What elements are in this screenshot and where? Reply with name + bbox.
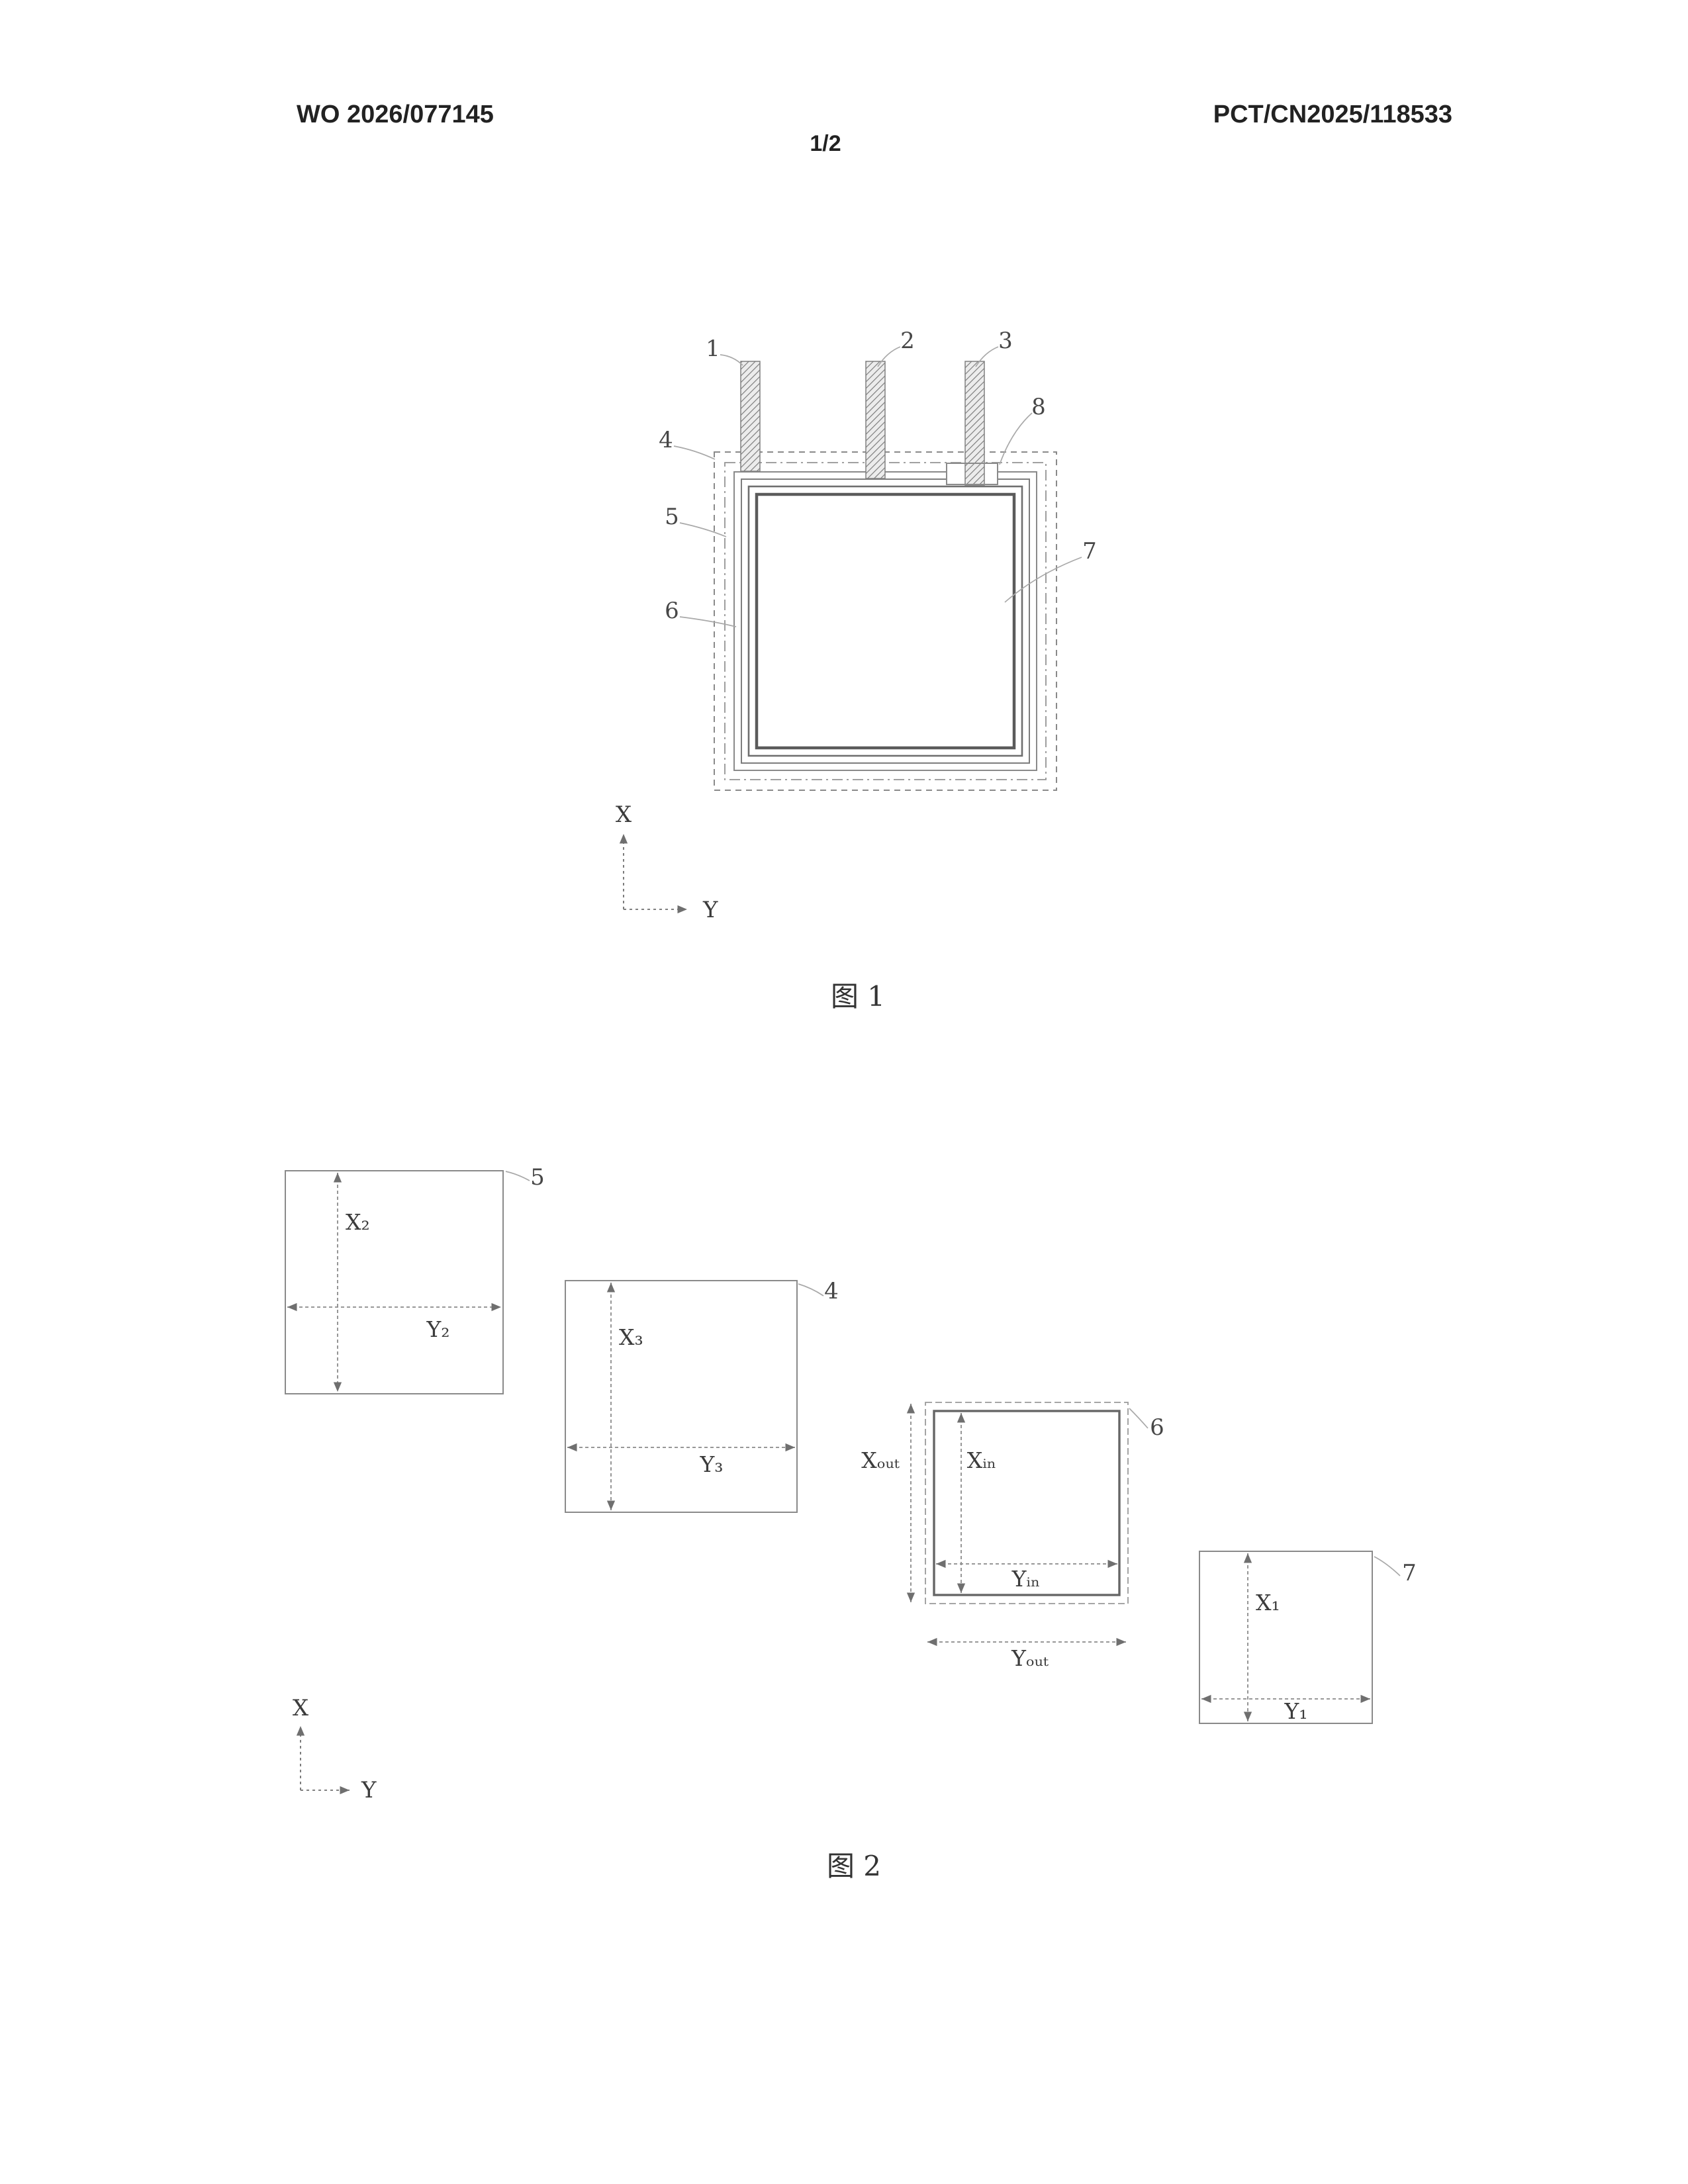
publication-number: WO 2026/077145 <box>297 101 494 128</box>
fig2-axis-x-label: X <box>293 1695 309 1721</box>
fig2-axis-y-label: Y <box>361 1777 377 1803</box>
electrode-tabs <box>740 361 985 486</box>
application-number: PCT/CN2025/118533 <box>1213 101 1452 128</box>
pouch-outer-dashed-rect <box>714 451 1057 791</box>
figure-2-caption: 图 2 <box>826 1850 882 1882</box>
dim-label-xin: Xᵢₙ <box>967 1447 996 1473</box>
leader-line-8 <box>999 412 1033 465</box>
electrode-core-rect <box>755 492 1016 750</box>
leader-line-7 <box>1004 557 1082 603</box>
dim-label-y3: Y₃ <box>699 1451 723 1477</box>
ref-label-7: 7 <box>1082 538 1097 565</box>
ref-label-part4: 4 <box>824 1278 839 1304</box>
figure-1: 1 2 3 8 4 5 6 7 X Y <box>616 328 1097 923</box>
part5-drawing: X₂ Y₂ 5 <box>285 1164 545 1394</box>
tab-3 <box>964 361 985 486</box>
ref-label-1: 1 <box>706 336 720 362</box>
ref-label-part5: 5 <box>530 1164 545 1191</box>
tab-2 <box>865 361 886 479</box>
leader-line-5 <box>679 522 727 537</box>
fig1-ref-labels: 1 2 3 8 4 5 6 7 <box>659 328 1097 624</box>
part7-rect <box>1199 1551 1373 1724</box>
layer-rect-a <box>733 471 1037 771</box>
fig1-axis-x-label: X <box>616 801 632 828</box>
dim-label-yin: Yᵢₙ <box>1011 1566 1041 1592</box>
ref-label-5: 5 <box>665 504 679 530</box>
ref-label-8: 8 <box>1031 394 1046 420</box>
ref-label-2: 2 <box>900 328 915 354</box>
tab-1 <box>740 361 761 472</box>
figure-2: X₂ Y₂ 5 X₃ Y₃ 4 Xₒᵤₜ Xᵢₙ Yᵢₙ Yₒᵤₜ <box>285 1164 1417 1803</box>
layer-dashdot-rect <box>724 462 1047 780</box>
leader-line-3 <box>975 346 999 367</box>
fig2-axes: X Y <box>293 1695 377 1803</box>
fig1-leader-lines <box>673 346 1082 627</box>
component-8-outline <box>946 463 998 485</box>
dim-label-y1: Y₁ <box>1284 1698 1307 1724</box>
part6-inner-rect <box>933 1410 1121 1596</box>
fig1-axis-y-label: Y <box>702 897 718 923</box>
figure-1-caption: 图 1 <box>830 980 886 1013</box>
sheet-indicator: 1/2 <box>810 131 841 156</box>
leader-line-part4 <box>798 1283 824 1297</box>
fig1-axes: X Y <box>616 801 718 923</box>
dim-label-yout: Yₒᵤₜ <box>1011 1645 1049 1671</box>
leader-line-1 <box>720 354 743 366</box>
leader-line-part5 <box>505 1171 530 1181</box>
dim-label-x3: X₃ <box>619 1324 643 1350</box>
leader-line-6 <box>679 616 737 627</box>
ref-label-4: 4 <box>659 427 673 453</box>
leader-line-2 <box>877 346 901 367</box>
cell-stack <box>714 451 1057 791</box>
part4-drawing: X₃ Y₃ 4 <box>565 1278 839 1513</box>
dim-label-x2: X₂ <box>346 1209 370 1235</box>
part6-outer-rect <box>925 1402 1129 1604</box>
ref-label-3: 3 <box>998 328 1013 354</box>
part4-rect <box>565 1280 798 1513</box>
dim-label-xout: Xₒᵤₜ <box>861 1447 900 1473</box>
leader-line-part6 <box>1129 1408 1149 1429</box>
part5-rect <box>285 1170 504 1394</box>
layer-rect-c <box>747 485 1023 757</box>
part6-drawing: Xₒᵤₜ Xᵢₙ Yᵢₙ Yₒᵤₜ 6 <box>861 1402 1164 1671</box>
dim-label-x1: X₁ <box>1256 1590 1280 1615</box>
layer-rect-b <box>741 478 1030 764</box>
ref-label-part7: 7 <box>1402 1560 1417 1586</box>
part7-drawing: X₁ Y₁ 7 <box>1199 1551 1417 1724</box>
ref-label-6: 6 <box>665 598 679 624</box>
leader-line-4 <box>673 445 716 460</box>
leader-line-part7 <box>1374 1556 1401 1576</box>
ref-label-part6: 6 <box>1150 1414 1164 1441</box>
dim-label-y2: Y₂ <box>426 1316 449 1342</box>
